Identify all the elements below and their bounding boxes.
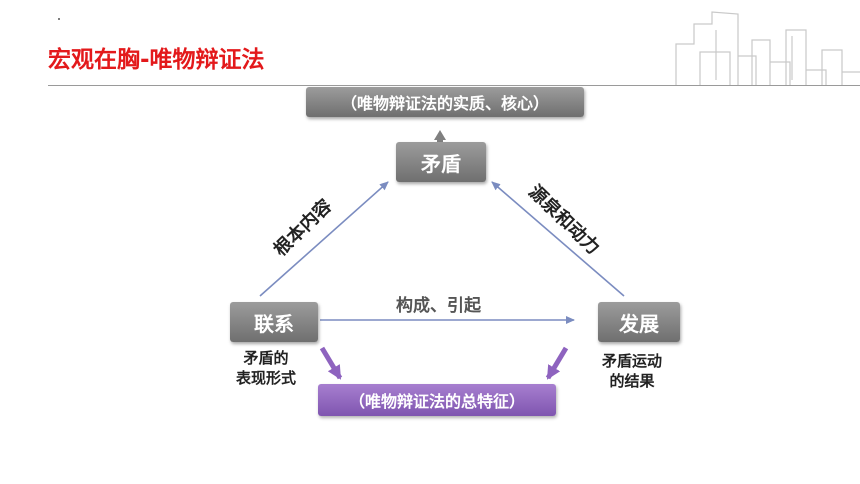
edge-label-bottom: 构成、引起 bbox=[396, 296, 481, 316]
arrow-purple-right bbox=[545, 346, 569, 380]
title-divider bbox=[48, 85, 860, 86]
node-fazhan: 发展 bbox=[598, 302, 680, 342]
caption-fazhan-line2: 的结果 bbox=[609, 372, 655, 390]
caption-lianxi: 矛盾的 表现形式 bbox=[236, 348, 296, 388]
skyline-decoration bbox=[675, 11, 860, 85]
decor-dot bbox=[58, 18, 60, 20]
arrow-lianxi-to-maodun bbox=[259, 181, 389, 297]
core-box: （唯物辩证法的实质、核心） bbox=[306, 87, 584, 117]
node-maodun: 矛盾 bbox=[396, 142, 486, 182]
caption-fazhan-line1: 矛盾运动 bbox=[602, 352, 663, 370]
caption-fazhan: 矛盾运动 的结果 bbox=[602, 351, 662, 391]
caption-lianxi-line2: 表现形式 bbox=[236, 369, 297, 387]
caption-lianxi-line1: 矛盾的 bbox=[243, 349, 289, 367]
arrow-fazhan-to-maodun bbox=[491, 181, 625, 297]
arrow-purple-left bbox=[319, 346, 343, 380]
page-title: 宏观在胸-唯物辩证法 bbox=[48, 47, 265, 73]
node-lianxi: 联系 bbox=[230, 302, 318, 342]
general-feature-box: （唯物辩证法的总特征） bbox=[318, 384, 556, 416]
